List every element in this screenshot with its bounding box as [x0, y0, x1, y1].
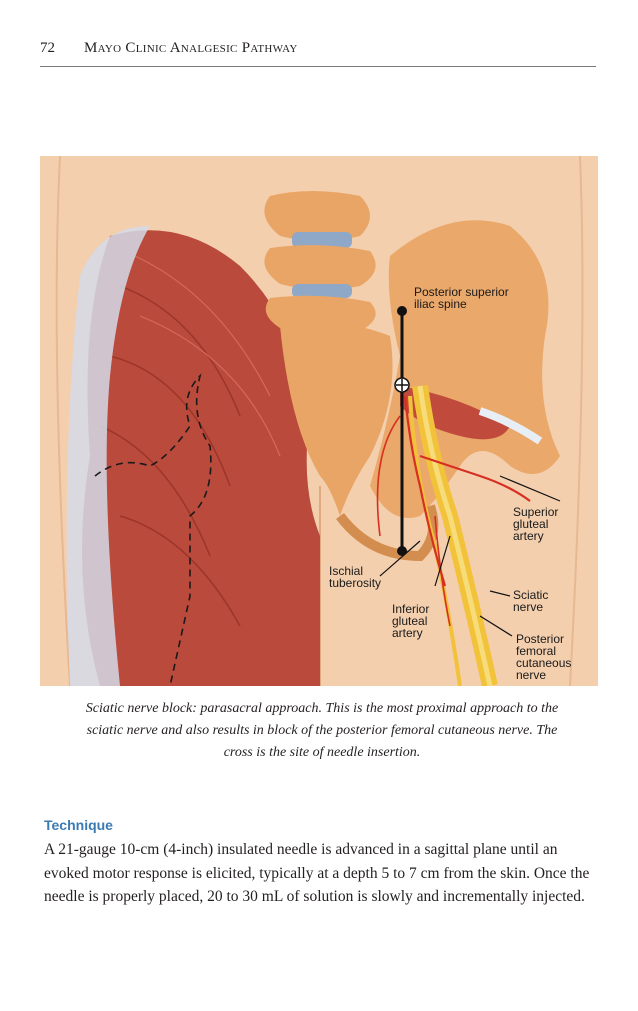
anatomy-illustration: Posterior superior iliac spine Superior … [40, 156, 598, 686]
label-posterior-superior-iliac-spine: Posterior superior iliac spine [414, 285, 509, 311]
label-superior-gluteal-artery: Superior gluteal artery [513, 505, 559, 543]
page-header: 72 Mayo Clinic Analgesic Pathway [40, 40, 596, 67]
running-title: Mayo Clinic Analgesic Pathway [84, 40, 298, 56]
label-ischial-tuberosity: Ischial tuberosity [329, 564, 382, 590]
label-inferior-gluteal-artery: Inferior gluteal artery [392, 602, 430, 640]
technique-paragraph: A 21-gauge 10-cm (4-inch) insulated need… [44, 841, 590, 905]
label-posterior-femoral-cutaneous-nerve: Posterior femoral cutaneous nerve [516, 632, 572, 682]
anatomy-drawing [40, 156, 598, 686]
figure-caption: Sciatic nerve block: parasacral approach… [85, 701, 559, 760]
lumbar-spine [264, 191, 376, 334]
page-number: 72 [40, 40, 55, 56]
section-heading-technique: Technique [44, 817, 113, 833]
label-sciatic-nerve: Sciatic nerve [513, 588, 549, 614]
